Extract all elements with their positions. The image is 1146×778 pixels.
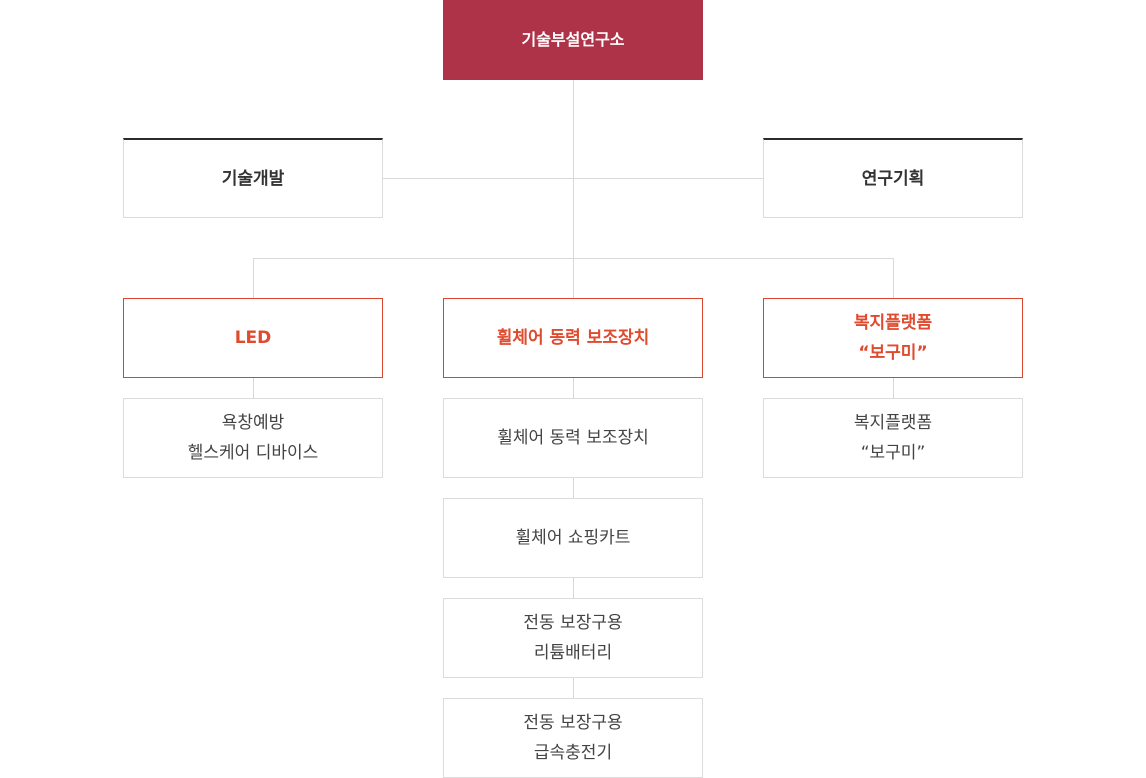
connector-root-trunk xyxy=(573,80,574,298)
department-wheelchair-power-assist-label: 휠체어 동력 보조장치 xyxy=(496,328,650,348)
division-research-planning: 연구기획 xyxy=(763,138,1023,218)
item-wheelchair-power-assist: 휠체어 동력 보조장치 xyxy=(443,398,703,478)
item-fast-charger-label: 전동 보장구용 급속충전기 xyxy=(523,713,623,763)
item-lithium-battery-label: 전동 보장구용 리튬배터리 xyxy=(523,613,623,663)
department-welfare-platform: 복지플랫폼 “보구미” xyxy=(763,298,1023,378)
division-tech-development: 기술개발 xyxy=(123,138,383,218)
department-wheelchair-power-assist: 휠체어 동력 보조장치 xyxy=(443,298,703,378)
connector-dept-left-drop xyxy=(253,258,254,298)
item-pressure-sore-prevention-device-label: 욕창예방 헬스케어 디바이스 xyxy=(187,413,319,463)
item-wheelchair-shopping-cart: 휠체어 쇼핑카트 xyxy=(443,498,703,578)
department-welfare-platform-label: 복지플랫폼 “보구미” xyxy=(853,313,933,363)
item-welfare-platform-bogumi-label: 복지플랫폼 “보구미” xyxy=(853,413,933,463)
division-research-planning-label: 연구기획 xyxy=(861,168,925,189)
item-lithium-battery: 전동 보장구용 리튬배터리 xyxy=(443,598,703,678)
item-fast-charger: 전동 보장구용 급속충전기 xyxy=(443,698,703,778)
connector-dept-right-drop xyxy=(893,258,894,298)
item-pressure-sore-prevention-device: 욕창예방 헬스케어 디바이스 xyxy=(123,398,383,478)
item-welfare-platform-bogumi: 복지플랫폼 “보구미” xyxy=(763,398,1023,478)
connector-led-items xyxy=(253,378,254,398)
division-tech-development-label: 기술개발 xyxy=(221,168,285,189)
item-wheelchair-power-assist-label: 휠체어 동력 보조장치 xyxy=(497,428,649,448)
root-node: 기술부설연구소 xyxy=(443,0,703,80)
connector-platform-items xyxy=(893,378,894,398)
connector-departments-horizontal xyxy=(253,258,894,259)
department-led-label: LED xyxy=(234,328,272,348)
item-wheelchair-shopping-cart-label: 휠체어 쇼핑카트 xyxy=(515,528,631,548)
connector-divisions-horizontal xyxy=(383,178,763,179)
department-led: LED xyxy=(123,298,383,378)
root-node-label: 기술부설연구소 xyxy=(521,30,625,49)
